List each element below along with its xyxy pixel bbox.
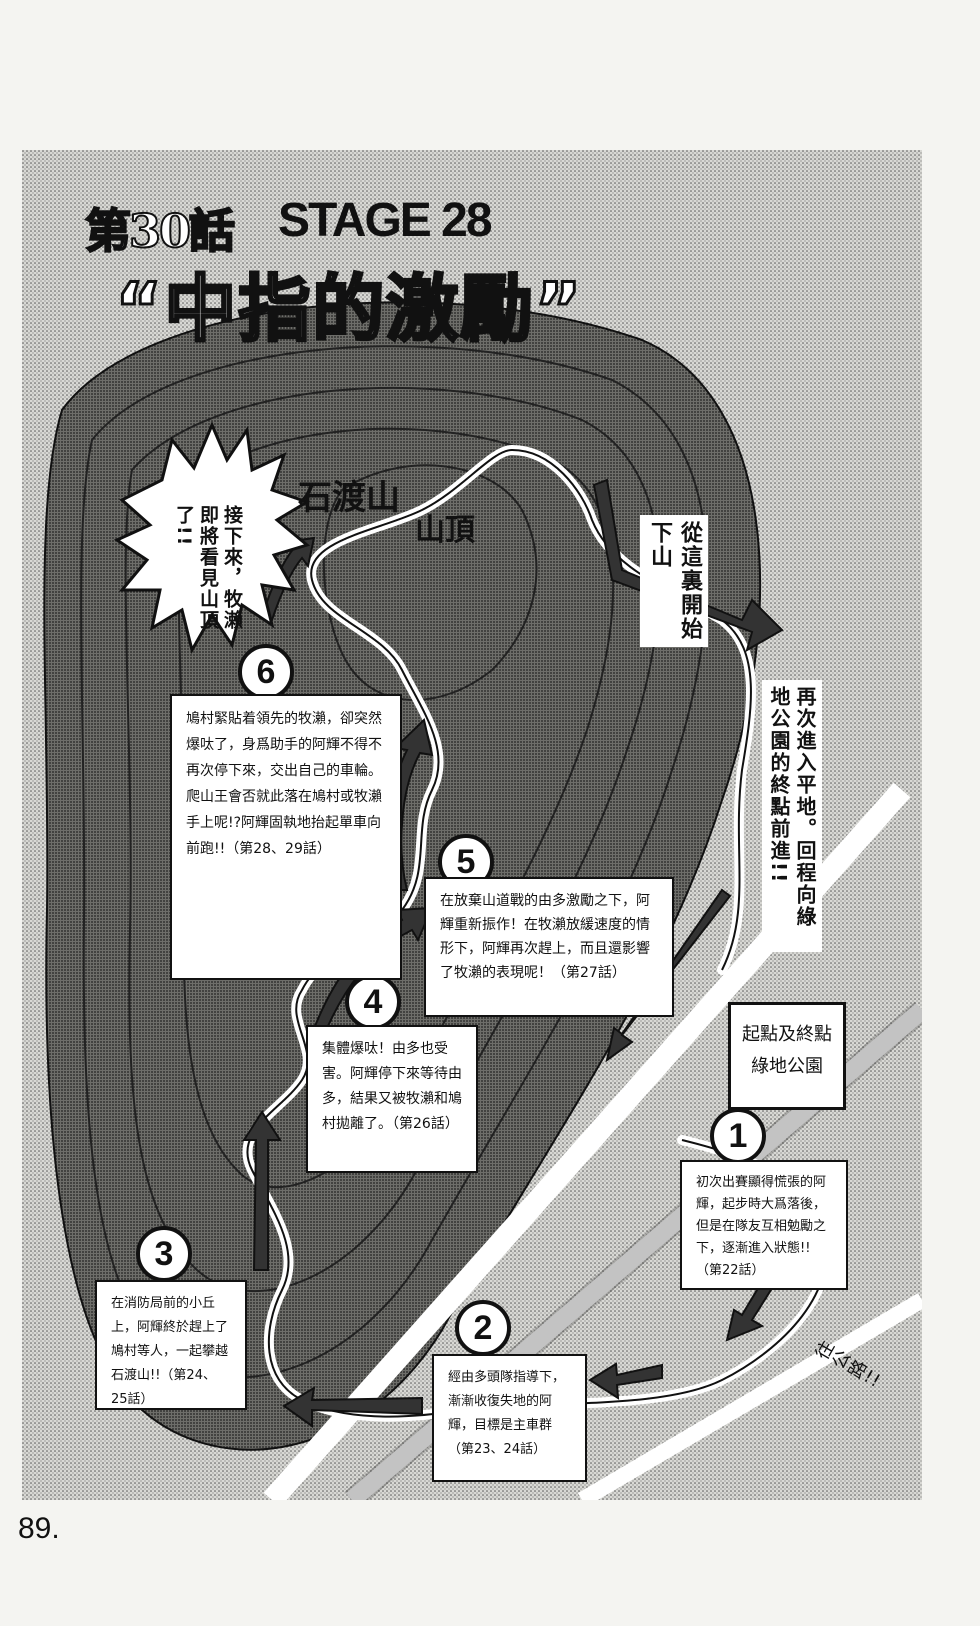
checkpoint-6-caption: 鳩村緊貼着領先的牧瀨，卻突然爆呔了，身爲助手的阿輝不得不再次停下來，交出自己的車… <box>170 694 402 980</box>
mountain-label: 石渡山 <box>298 478 400 518</box>
checkpoint-5-caption: 在放棄山道戰的由多激勵之下，阿輝重新振作！在牧瀨放緩速度的情形下，阿輝再次趕上，… <box>424 877 674 1017</box>
speech-bubble: 接下來，牧瀨即將看見山頂了!! <box>173 505 243 631</box>
checkpoint-6-marker: 6 <box>238 644 294 700</box>
return-label: 再次進入平地。回程向綠地公園的終點前進!! <box>762 680 822 952</box>
checkpoint-1-caption: 初次出賽顯得慌張的阿輝，起步時大爲落後，但是在隊友互相勉勵之下，逐漸進入狀態!!… <box>680 1160 848 1290</box>
checkpoint-4-marker: 4 <box>345 974 401 1030</box>
start-finish-park: 起點及終點 綠地公園 <box>728 1002 846 1110</box>
page-title: “中指的激勵” <box>114 266 584 353</box>
checkpoint-2-marker: 2 <box>455 1300 511 1356</box>
park-name: 綠地公園 <box>751 1056 823 1077</box>
checkpoint-1-marker: 1 <box>710 1108 766 1164</box>
chapter-number: 第30話 <box>84 203 236 259</box>
checkpoint-3-caption: 在消防局前的小丘上，阿輝終於趕上了鳩村等人，一起攀越石渡山!!（第24、25話） <box>95 1280 247 1410</box>
checkpoint-4-caption: 集體爆呔！由多也受害。阿輝停下來等待由多，結果又被牧瀨和鳩村拋離了。（第26話） <box>306 1025 478 1173</box>
checkpoint-2-caption: 經由多頭隊指導下，漸漸收復失地的阿輝，目標是主車群（第23、24話） <box>432 1354 587 1482</box>
checkpoint-3-marker: 3 <box>136 1226 192 1282</box>
summit-label: 山頂 <box>415 513 475 548</box>
page-number: 89. <box>18 1512 60 1545</box>
stage-label: STAGE 28 <box>278 194 493 247</box>
park-title: 起點及終點 <box>742 1024 832 1045</box>
descent-label: 從這裏開始下山 <box>640 515 708 647</box>
